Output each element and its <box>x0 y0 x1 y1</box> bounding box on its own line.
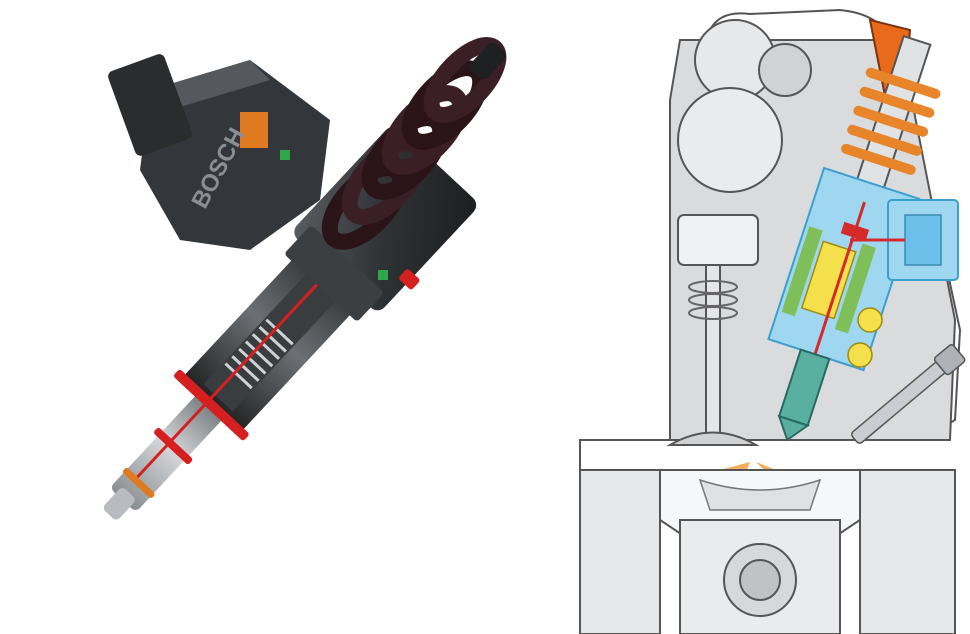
glow-plug <box>851 343 966 444</box>
solenoid-contact <box>240 112 268 148</box>
fuel-passage <box>857 307 883 333</box>
unit-injector-illustration: BOSCH <box>103 37 507 520</box>
plunger-spring <box>841 67 941 175</box>
cylinder-head-illustration <box>579 8 966 634</box>
piston-cylinder <box>579 469 956 634</box>
unit-injector-cutaway-image: BOSCH <box>103 37 507 520</box>
seal-ring <box>174 369 249 441</box>
nozzle-spring <box>800 240 857 320</box>
internal-spring <box>224 318 294 390</box>
engine-cross-section-diagram <box>560 0 970 634</box>
camshaft-lower <box>677 87 783 193</box>
valve <box>666 214 760 446</box>
solenoid-housing: BOSCH <box>108 54 330 250</box>
piston-bowl <box>698 478 822 511</box>
solenoid-valve <box>850 199 959 281</box>
return-spring <box>321 37 507 250</box>
unit-injector <box>767 34 941 442</box>
